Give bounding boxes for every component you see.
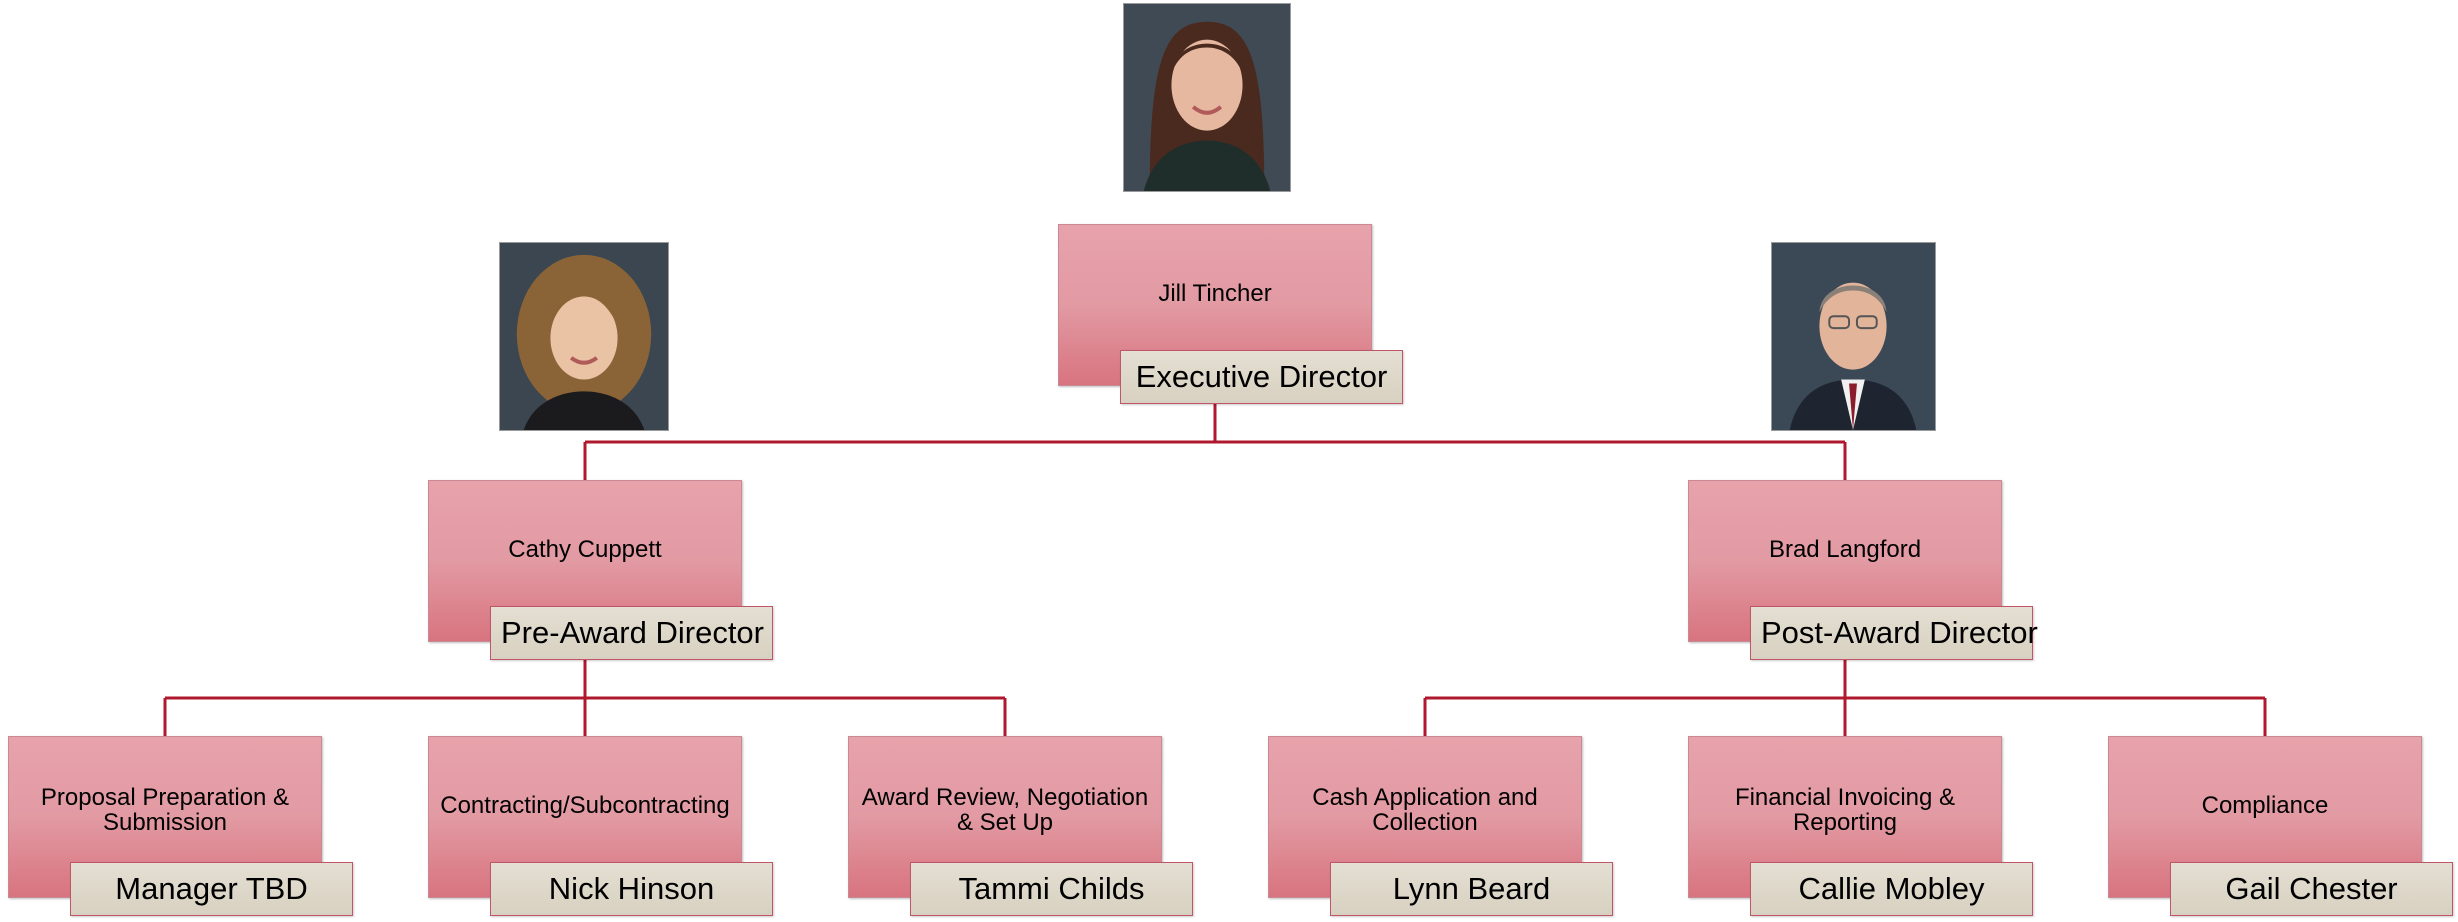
- connector-exec-to-directors: [583, 404, 1847, 480]
- post-award-director-photo: [1771, 242, 1936, 431]
- unit-name: Contracting/Subcontracting: [440, 792, 730, 819]
- connector-pre-award-to-units: [163, 660, 1007, 736]
- unit-person-badge: Gail Chester: [2170, 862, 2453, 916]
- unit-name: Cash Application and Collection: [1312, 784, 1538, 836]
- unit-person-badge: Manager TBD: [70, 862, 353, 916]
- connector-post-award-to-units: [1423, 660, 2267, 736]
- executive-title-badge: Executive Director: [1120, 350, 1403, 404]
- unit-name: Award Review, Negotiation & Set Up: [861, 784, 1149, 836]
- unit-person-badge: Callie Mobley: [1750, 862, 2033, 916]
- post-award-director-name: Brad Langford: [1768, 536, 1922, 563]
- pre-award-director-title-badge: Pre-Award Director: [490, 606, 773, 660]
- pre-award-director-name: Cathy Cuppett: [508, 536, 662, 563]
- post-award-director-title-badge: Post-Award Director: [1750, 606, 2038, 660]
- executive-photo: [1123, 3, 1291, 192]
- pre-award-director-photo: [499, 242, 669, 431]
- unit-person-badge: Lynn Beard: [1330, 862, 1613, 916]
- unit-person-badge: Tammi Childs: [910, 862, 1193, 916]
- unit-name: Proposal Preparation & Submission: [40, 784, 290, 836]
- unit-name: Compliance: [2201, 792, 2329, 819]
- unit-person-badge: Nick Hinson: [490, 862, 773, 916]
- unit-name: Financial Invoicing & Reporting: [1734, 784, 1956, 836]
- executive-name: Jill Tincher: [1158, 280, 1272, 307]
